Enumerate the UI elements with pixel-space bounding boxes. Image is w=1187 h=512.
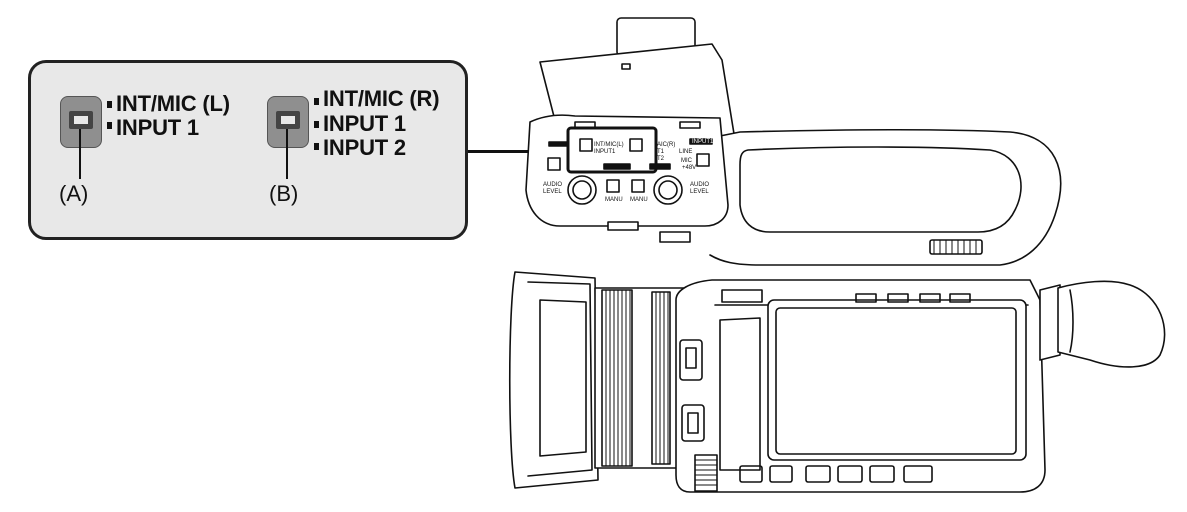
switch-a-marker-2 [107, 122, 112, 129]
eyecup [1039, 280, 1166, 368]
switch-b-knob [276, 111, 300, 129]
switch-a-option-1: INT/MIC (L) [116, 91, 230, 116]
panel-right-knob-label-2: LEVEL [690, 189, 709, 195]
switch-a-knob [69, 111, 93, 129]
lens-hood [508, 271, 599, 489]
switch-b-marker-1 [314, 98, 319, 105]
audio-panel [525, 114, 729, 243]
switch-b-label: (B) [269, 181, 299, 206]
panel-right-switch-option-3: T2 [657, 156, 665, 162]
handle [699, 128, 1062, 266]
panel-left-button-label: MANU [605, 197, 623, 203]
switch-b-marker-2 [314, 121, 319, 128]
panel-left-switch-option-2: INPUT1 [594, 149, 616, 155]
panel-right-button-label: MANU [630, 197, 648, 203]
switch-a-leader-line [79, 129, 81, 179]
switch-a[interactable] [60, 96, 102, 148]
panel-48v-label: +48V [682, 165, 696, 171]
callout-panel: INT/MIC (L) INPUT 1 (A) INT/MIC (R) INPU… [28, 60, 468, 240]
panel-right-switch-option-2: T1 [657, 149, 665, 155]
camera-body [675, 279, 1046, 493]
switch-b-option-2: INPUT 1 [323, 111, 406, 136]
switch-b[interactable] [267, 96, 309, 148]
panel-left-knob-label-2: LEVEL [543, 189, 562, 195]
panel-line-label: LINE [679, 149, 692, 155]
callout-connector-line [468, 150, 566, 153]
panel-mic-label: MIC [681, 158, 693, 164]
panel-right-switch-option-1: AIC(R) [657, 142, 675, 148]
switch-b-option-1: INT/MIC (R) [323, 86, 440, 111]
switch-b-leader-line [286, 129, 288, 179]
switch-b-marker-3 [314, 143, 319, 150]
switch-a-option-2: INPUT 1 [116, 115, 199, 140]
switch-b-option-3: INPUT 2 [323, 135, 406, 160]
panel-left-switch-option-1: INT/MIC(L) [594, 142, 624, 148]
panel-left-knob-label-1: AUDIO [543, 182, 562, 188]
switch-a-label: (A) [59, 181, 89, 206]
panel-input-tag: INPUT1 [692, 139, 714, 145]
switch-a-marker-1 [107, 101, 112, 108]
panel-right-knob-label-1: AUDIO [690, 182, 709, 188]
